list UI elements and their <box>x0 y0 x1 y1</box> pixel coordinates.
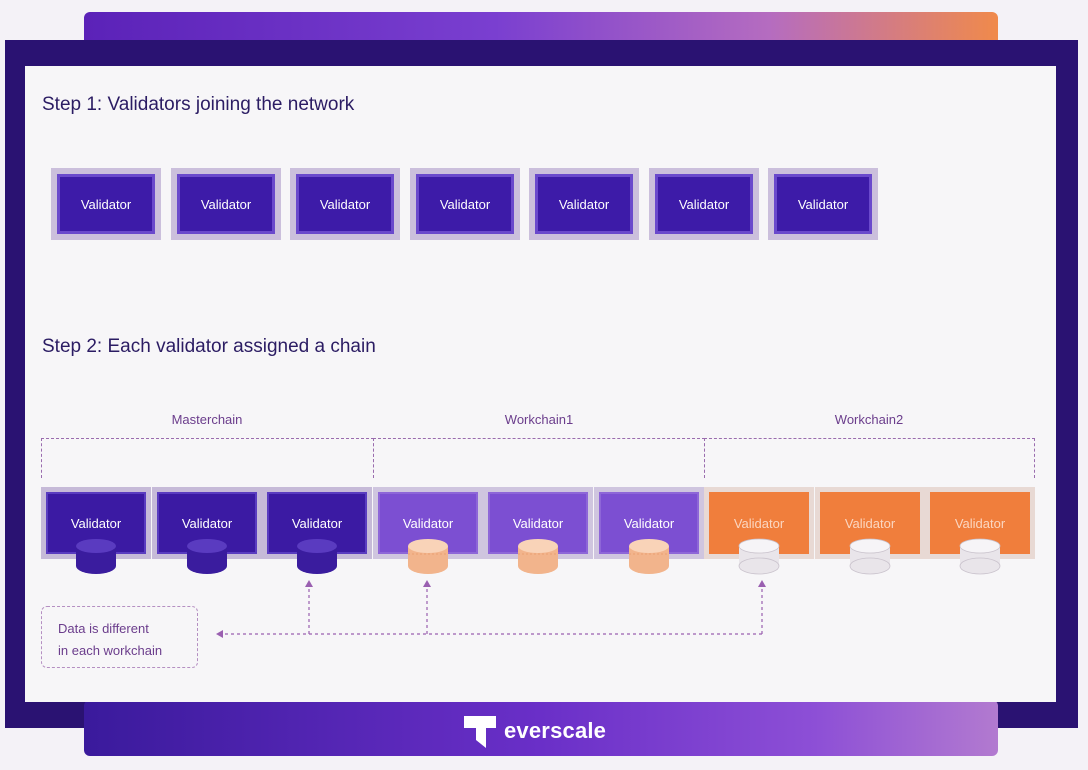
gradient-banner-bottom <box>84 700 998 756</box>
validator-label: Validator <box>774 174 872 234</box>
workchain2-database-icon <box>738 538 780 575</box>
note-line: Data is different <box>58 621 149 636</box>
note-line: in each workchain <box>58 643 163 658</box>
masterchain-database-icon <box>76 539 116 574</box>
validator-label: Validator <box>57 174 155 234</box>
validator-box: Validator <box>171 168 281 240</box>
workchain2-database-icon <box>959 538 1001 575</box>
step1-title: Step 1: Validators joining the network <box>42 94 355 115</box>
data-note: Data is different in each workchain <box>41 606 198 668</box>
step2-title: Step 2: Each validator assigned a chain <box>42 336 376 357</box>
workchain1-database-icon <box>408 539 448 574</box>
validator-box: Validator <box>290 168 400 240</box>
workchain1-validator: Validator <box>373 487 483 559</box>
brand-name: everscale <box>504 718 607 743</box>
validator-label: Validator <box>296 174 394 234</box>
validator-label: Validator <box>177 174 275 234</box>
validator-box: Validator <box>410 168 520 240</box>
workchain2-bracket <box>704 438 1035 478</box>
workchain2-label: Workchain2 <box>834 412 904 427</box>
validator-label: Validator <box>820 492 920 554</box>
validator-box: Validator <box>649 168 759 240</box>
workchain1-bracket <box>373 438 705 478</box>
everscale-logo-icon <box>464 716 496 748</box>
workchain1-database-icon <box>518 539 558 574</box>
masterchain-database-icon <box>297 539 337 574</box>
everscale-logo: everscale <box>462 712 606 750</box>
workchain2-database-icon <box>849 538 891 575</box>
validator-label: Validator <box>535 174 633 234</box>
masterchain-bracket <box>41 438 374 478</box>
validator-box: Validator <box>768 168 878 240</box>
validator-label: Validator <box>655 174 753 234</box>
workchain1-database-icon <box>629 539 669 574</box>
masterchain-database-icon <box>187 539 227 574</box>
validator-box: Validator <box>529 168 639 240</box>
validator-box: Validator <box>51 168 161 240</box>
workchain1-label: Workchain1 <box>504 412 574 427</box>
validator-label: Validator <box>416 174 514 234</box>
masterchain-label: Masterchain <box>171 412 243 427</box>
